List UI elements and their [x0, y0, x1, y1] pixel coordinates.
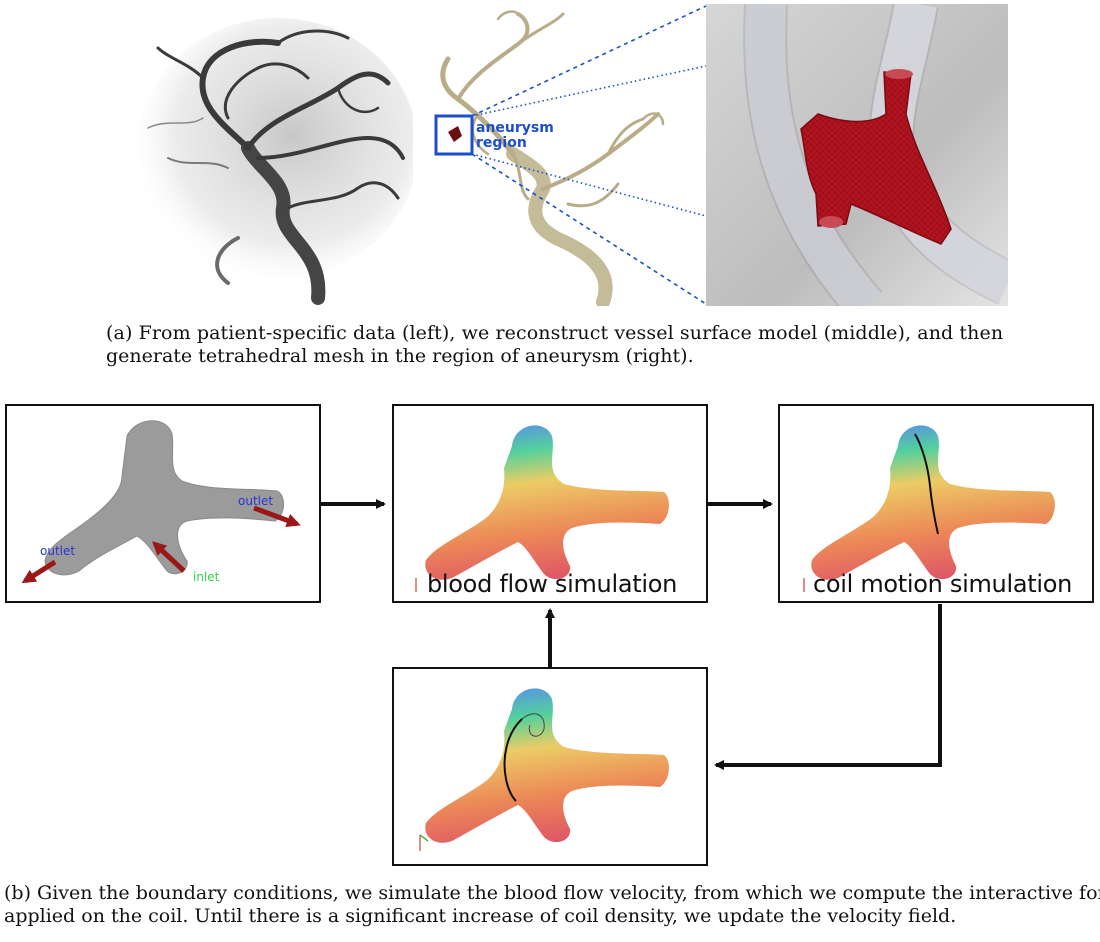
vessel-surface-model: aneurysm region — [434, 5, 707, 306]
boundary-conditions-panel: outlet outlet inlet — [5, 404, 321, 603]
coil-motion-panel: coil motion simulation — [778, 404, 1094, 603]
caption-a: (a) From patient-specific data (left), w… — [106, 322, 1006, 368]
aneurysm-label-line2: region — [476, 135, 527, 151]
caption-b: (b) Given the boundary conditions, we si… — [4, 882, 1100, 928]
inlet-label: inlet — [193, 570, 220, 584]
aneurysm-label-line1: aneurysm — [476, 120, 554, 136]
aneurysm-region-box — [434, 114, 474, 156]
flow-arrows — [321, 499, 942, 770]
coil-density-field — [419, 688, 669, 851]
caption-a-line1: (a) From patient-specific data (left), w… — [106, 322, 1004, 344]
outlet-left-label: outlet — [40, 544, 76, 558]
coil-motion-field — [803, 425, 1055, 592]
tetrahedral-mesh-closeup — [706, 4, 1008, 306]
blood-flow-field — [415, 425, 669, 592]
angiography-image — [138, 18, 413, 305]
blood-flow-label: blood flow simulation — [427, 570, 678, 598]
coil-motion-label: coil motion simulation — [813, 570, 1073, 598]
boundary-vessel-shape — [21, 420, 301, 584]
caption-a-line2: generate tetrahedral mesh in the region … — [106, 345, 694, 367]
outlet-right-label: outlet — [238, 494, 274, 508]
caption-b-line1: (b) Given the boundary conditions, we si… — [4, 882, 1100, 904]
blood-flow-panel: blood flow simulation — [392, 404, 708, 603]
caption-b-line2: applied on the coil. Until there is a si… — [4, 905, 957, 927]
coil-density-panel — [392, 667, 708, 866]
